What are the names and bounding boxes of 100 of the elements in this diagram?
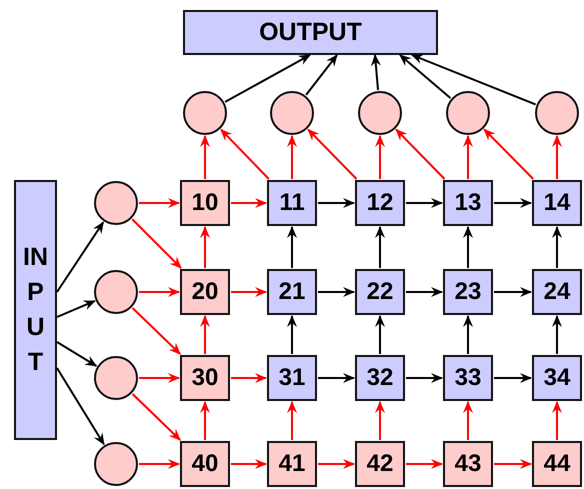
arrow	[56, 367, 105, 446]
arrow	[139, 198, 180, 208]
arrow	[220, 128, 270, 180]
node-label: 14	[544, 190, 570, 216]
arrow	[139, 373, 180, 383]
node-label: 41	[278, 450, 306, 478]
arrow	[231, 198, 267, 208]
node-label: 12	[366, 190, 394, 216]
neuron-box	[532, 355, 582, 401]
arrow	[399, 54, 452, 99]
node-label: 33	[454, 364, 482, 392]
arrow	[494, 373, 532, 383]
input-box	[14, 180, 57, 440]
node-label: 24	[544, 278, 570, 306]
arrow	[463, 135, 473, 179]
node-label: 34	[544, 364, 570, 392]
arrow	[231, 287, 267, 297]
node-label: 43	[454, 450, 482, 478]
arrow	[375, 226, 385, 268]
node-label: 22	[366, 278, 394, 306]
neuron-box	[532, 441, 582, 487]
neuron-box	[355, 269, 405, 315]
node-label: 42	[366, 450, 394, 478]
neuron-box	[267, 441, 317, 487]
arrow	[375, 315, 385, 354]
arrow	[552, 315, 562, 354]
neuron-box	[443, 269, 493, 315]
arrow	[200, 226, 210, 268]
arrow	[200, 135, 210, 179]
arrow	[231, 373, 267, 383]
node-label: 23	[454, 278, 482, 306]
neuron-box	[532, 180, 582, 226]
arrow	[318, 459, 355, 469]
arrow	[287, 315, 297, 354]
arrow	[200, 401, 210, 440]
arrow	[318, 373, 355, 383]
node-label: INPUT	[23, 242, 48, 378]
neuron-box	[443, 441, 493, 487]
arrow	[406, 287, 443, 297]
arrow	[132, 307, 181, 355]
neuron-box	[267, 180, 317, 226]
arrow	[494, 459, 532, 469]
arrow	[56, 300, 96, 318]
circle-node	[94, 442, 138, 486]
output-box	[183, 10, 438, 55]
circle-node	[94, 356, 138, 400]
arrow	[200, 315, 210, 354]
neuron-box	[180, 269, 230, 315]
node-label: 40	[192, 450, 218, 478]
arrow	[406, 198, 443, 208]
arrow	[406, 373, 443, 383]
arrow	[463, 226, 473, 268]
node-label: OUTPUT	[259, 18, 362, 46]
neuron-box	[532, 269, 582, 315]
arrow	[375, 135, 385, 179]
node-label: 10	[192, 190, 218, 216]
node-label: 20	[192, 278, 218, 306]
circle-node	[446, 91, 490, 135]
arrow	[370, 54, 381, 90]
arrow	[287, 226, 297, 268]
node-label: 44	[544, 450, 570, 478]
node-label: 31	[278, 364, 306, 392]
neuron-box	[355, 441, 405, 487]
arrow	[139, 459, 180, 469]
arrow	[494, 287, 532, 297]
arrow	[132, 218, 182, 269]
arrow	[552, 135, 562, 179]
neuron-box	[443, 355, 493, 401]
node-label: 13	[454, 190, 482, 216]
arrow	[395, 128, 446, 180]
node-label: 21	[278, 278, 306, 306]
neuron-box	[180, 355, 230, 401]
neuron-box	[355, 180, 405, 226]
circle-node	[535, 91, 579, 135]
circle-node	[358, 91, 402, 135]
arrow	[494, 198, 532, 208]
arrow	[552, 226, 562, 268]
circle-node	[94, 270, 138, 314]
arrow	[463, 315, 473, 354]
node-label: 30	[192, 364, 218, 392]
neuron-box	[180, 441, 230, 487]
neuron-box	[267, 355, 317, 401]
arrow	[318, 198, 355, 208]
neuron-box	[267, 269, 317, 315]
arrow	[411, 54, 536, 106]
node-label: 32	[366, 364, 394, 392]
node-label: 11	[279, 190, 305, 216]
arrow	[287, 135, 297, 179]
arrow	[552, 401, 562, 440]
arrow	[463, 401, 473, 440]
arrow	[139, 287, 180, 297]
arrow	[483, 128, 534, 180]
circle-node	[270, 91, 314, 135]
arrow	[318, 287, 355, 297]
circle-node	[94, 181, 138, 225]
neuron-box	[355, 355, 405, 401]
arrow	[231, 459, 267, 469]
arrow	[56, 341, 98, 367]
arrow	[132, 393, 181, 441]
circle-node	[183, 91, 227, 135]
